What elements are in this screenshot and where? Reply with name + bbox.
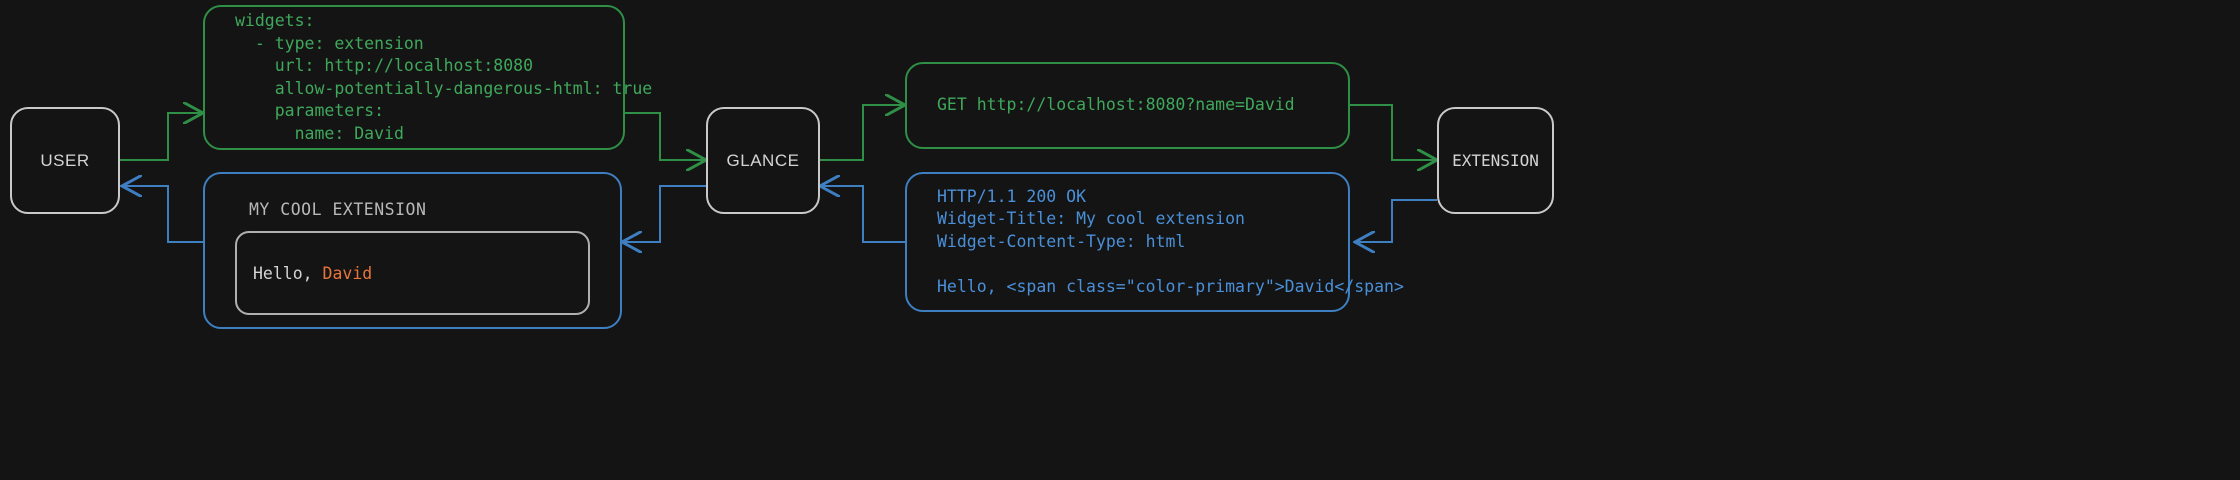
wire-extension-to-response (1355, 199, 1437, 242)
http-request-code: GET http://localhost:8080?name=David (937, 95, 1295, 115)
config-yaml-box: widgets: - type: extension url: http://l… (203, 5, 653, 150)
http-request-box: GET http://localhost:8080?name=David (905, 62, 1350, 149)
node-glance-label: GLANCE (726, 150, 800, 170)
wire-glance-to-request (820, 105, 905, 161)
widget-greeting-name: David (322, 263, 373, 283)
node-extension-label: EXTENSION (1452, 151, 1539, 170)
wire-response-to-glance (820, 186, 905, 243)
widget-preview-title: MY COOL EXTENSION (249, 200, 427, 219)
http-response-code: HTTP/1.1 200 OK Widget-Title: My cool ex… (937, 186, 1404, 296)
widget-greeting-prefix: Hello, (253, 263, 323, 283)
wire-widget-to-user (122, 186, 203, 243)
wire-user-to-config (120, 113, 203, 161)
wire-config-to-glance (625, 112, 706, 160)
node-user-label: USER (40, 150, 90, 170)
wire-glance-to-widget (622, 185, 706, 242)
node-extension[interactable]: EXTENSION (1437, 107, 1554, 214)
widget-greeting-line: Hello, David (253, 264, 372, 283)
node-user[interactable]: USER (10, 107, 120, 214)
http-response-box: HTTP/1.1 200 OK Widget-Title: My cool ex… (905, 172, 1404, 312)
wire-request-to-extension (1350, 104, 1437, 160)
widget-preview-content: Hello, David (235, 231, 590, 315)
widget-preview-box: MY COOL EXTENSION Hello, David (203, 172, 622, 329)
node-glance[interactable]: GLANCE (706, 107, 820, 214)
config-yaml-code: widgets: - type: extension url: http://l… (235, 11, 653, 143)
